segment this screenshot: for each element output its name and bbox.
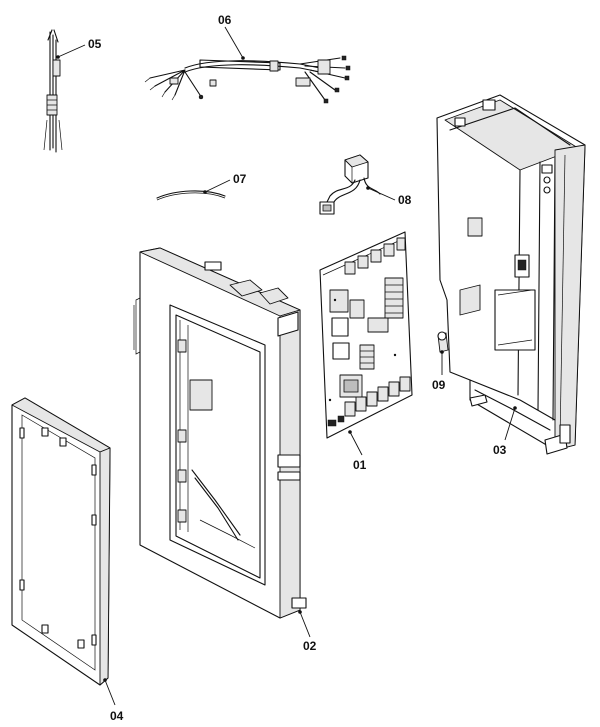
callout-01: 01 (353, 458, 367, 472)
callout-08: 08 (398, 193, 412, 207)
callout-labels: 05 06 07 08 01 09 03 02 04 (88, 13, 507, 723)
part-07-cable (156, 190, 226, 201)
part-03-rear-housing (436, 94, 586, 455)
callout-04: 04 (110, 709, 124, 723)
part-05-wire-bundle (43, 29, 63, 153)
callout-07: 07 (233, 172, 247, 186)
callout-05: 05 (88, 37, 102, 51)
part-04-back-cover (11, 397, 111, 686)
callout-09: 09 (432, 378, 446, 392)
part-08-connector (319, 154, 381, 215)
part-09-pin (437, 331, 449, 353)
part-02-front-frame (133, 247, 307, 619)
callout-03: 03 (493, 443, 507, 457)
callout-leaders (56, 26, 517, 706)
callout-06: 06 (218, 13, 232, 27)
part-01-circuit-board (319, 231, 413, 439)
callout-02: 02 (303, 639, 317, 653)
part-06-wiring-harness (144, 55, 351, 104)
